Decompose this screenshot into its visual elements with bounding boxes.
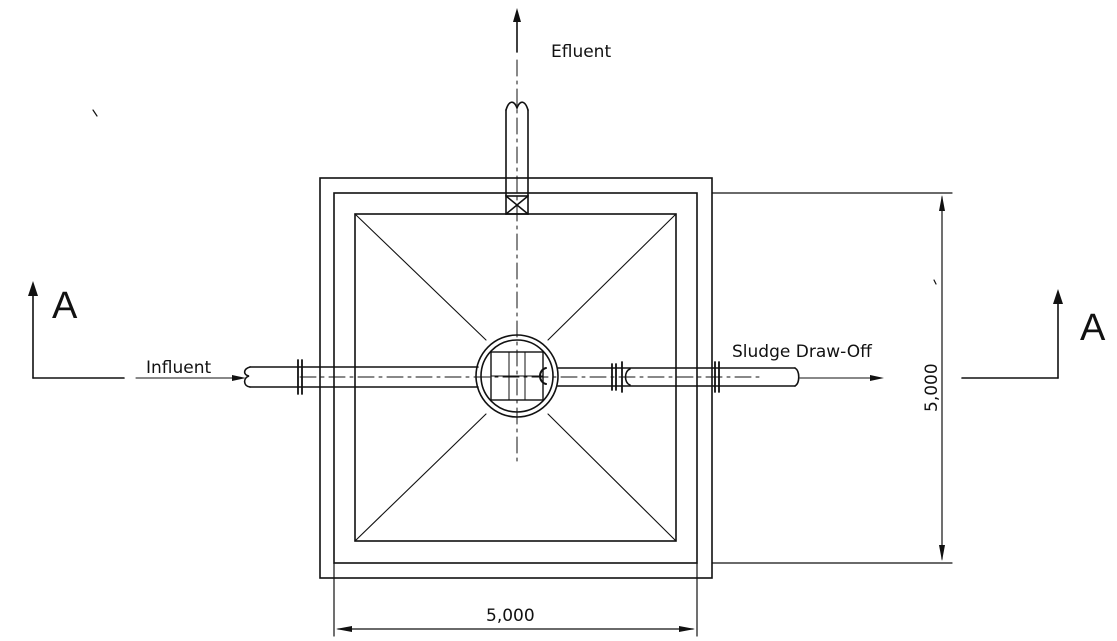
influent-flow-arrow — [135, 375, 246, 381]
hopper-slope-lines — [354, 213, 677, 542]
section-marker-right — [961, 289, 1063, 379]
effluent-flow-arrow — [513, 8, 521, 53]
tank-inner-wall — [333, 192, 698, 564]
sludge-draw-off-label: Sludge Draw-Off — [732, 342, 873, 362]
stray-mark — [92, 109, 98, 117]
effluent-label: Efluent — [551, 42, 611, 62]
central-well — [475, 334, 559, 418]
width-dimension-line — [333, 562, 698, 637]
stray-mark — [933, 279, 937, 285]
sludge-flow-arrow — [799, 375, 884, 381]
tank-outer-wall — [319, 177, 713, 579]
height-dimension-label: 5,000 — [922, 363, 942, 412]
height-dimension-line — [711, 192, 953, 564]
section-label-right: A — [1080, 307, 1106, 349]
effluent-pipe — [505, 101, 529, 197]
width-dimension-label: 5,000 — [486, 606, 535, 626]
section-marker-left — [28, 281, 125, 379]
tank-floor-outline — [354, 213, 677, 542]
influent-label: Influent — [146, 358, 212, 378]
section-label-left: A — [52, 285, 78, 327]
